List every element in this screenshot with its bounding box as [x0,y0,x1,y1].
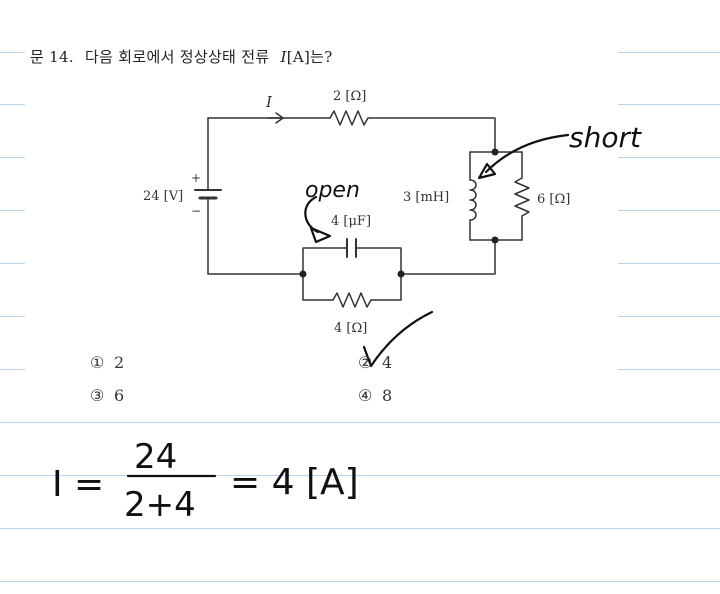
ruled-line [618,157,720,158]
node-bottom-mid [397,270,405,278]
node-bottom-left [299,270,307,278]
ruled-line [0,422,720,423]
ruled-line [618,52,720,53]
capacitor-label: 4 [μF] [331,214,371,229]
source-label: 24 [V] [143,189,183,204]
question-text: 문 14. 다음 회로에서 정상상태 전류 I[A]는? [30,46,333,67]
source-plus: + [191,171,201,185]
ruled-line [0,369,25,370]
node-top-right [491,148,499,156]
resistor-2ohm-label: 2 [Ω] [333,89,366,104]
capacitor-wire-right [355,247,402,275]
choice-1-number: ① [90,353,105,372]
bottom-resistor-wire-right [370,273,402,301]
resistor-4ohm [332,292,372,308]
current-label: I [265,93,273,111]
solution-rhs: = 4 [A] [230,462,359,503]
wire-right-down [400,239,496,275]
choice-3-value: 6 [114,386,125,405]
node-bottom-right [491,236,499,244]
ruled-line [618,104,720,105]
short-pointer-line [484,133,570,174]
ruled-line [618,369,720,370]
choice-3-number: ③ [90,386,105,405]
choice-2-value: 4 [382,353,393,372]
inductor-label: 3 [mH] [403,190,449,205]
wire-left-bottom [207,197,304,275]
checkmark [362,310,434,368]
ruled-line [618,210,720,211]
short-annotation: short [569,121,642,154]
resistor-6ohm [514,177,530,217]
question-variable: I [280,48,287,66]
solution-denominator: 2+4 [124,485,196,525]
choice-2-number: ② [358,353,373,372]
choice-1-value: 2 [114,353,125,372]
capacitor-wire-left [302,247,348,275]
choice-4-number: ④ [358,386,373,405]
inductor-3mH [469,179,477,221]
ruled-line [0,52,25,53]
question-unit: [A]는? [286,48,333,66]
ruled-line [0,210,25,211]
ruled-line [0,475,720,476]
solution-numerator: 24 [134,437,177,477]
ruled-line [0,528,720,529]
ruled-line [0,316,25,317]
solution-lhs: I = [52,464,104,505]
question-number: 문 14. [30,48,74,66]
source-minus: − [191,204,201,218]
ruled-line [0,263,25,264]
short-pointer-arrow [477,162,497,180]
open-pointer-arrow [309,226,332,244]
ruled-line [618,263,720,264]
resistor-4ohm-label: 4 [Ω] [334,321,367,336]
ruled-line [618,316,720,317]
bottom-resistor-wire-left [302,273,334,301]
open-annotation: open [305,178,360,203]
resistor-2ohm [329,110,369,126]
ruled-line [0,104,25,105]
ruled-line [0,581,720,582]
resistor-6ohm-label: 6 [Ω] [537,192,570,207]
choice-4-value: 8 [382,386,393,405]
wire-top-right [367,117,496,153]
current-arrow [267,112,284,124]
ruled-line [0,157,25,158]
question-body: 다음 회로에서 정상상태 전류 [85,48,270,66]
